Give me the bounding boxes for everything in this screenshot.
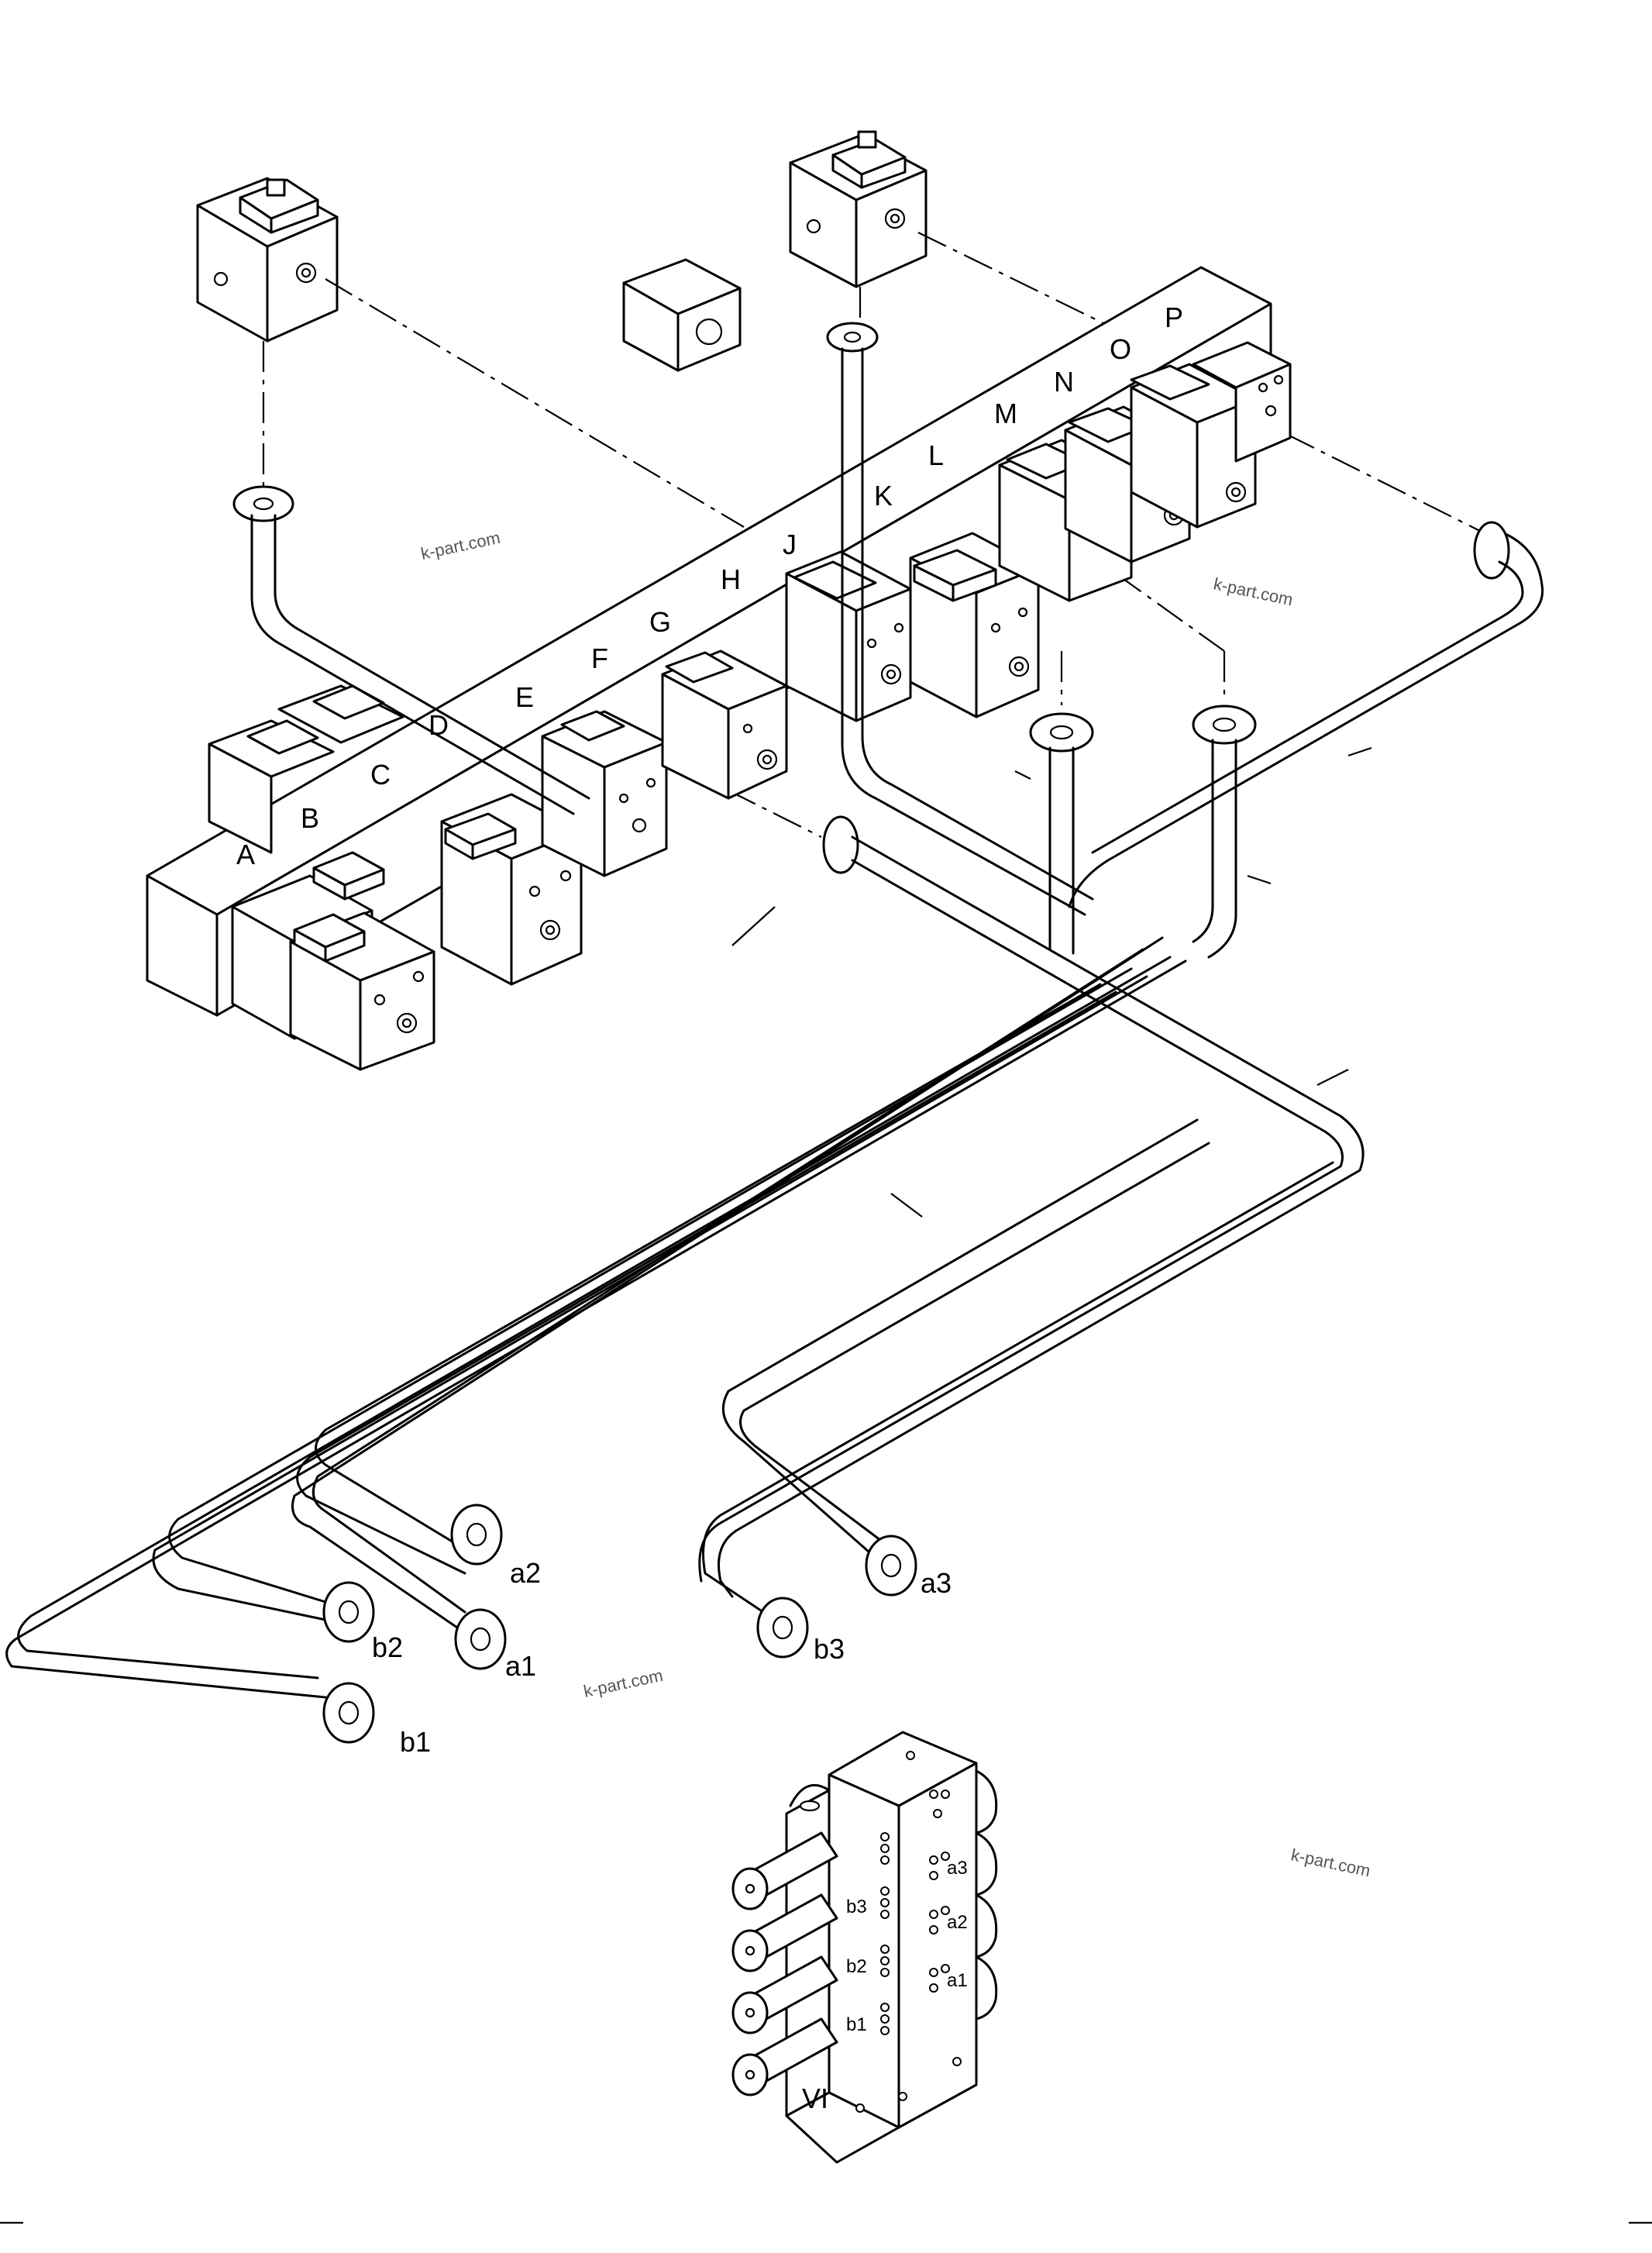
- port-labels: a2 b2 a1 b1 a3 b3: [372, 1557, 952, 1758]
- section-letter-C: C: [370, 759, 391, 791]
- upper-flanges: [232, 322, 1510, 874]
- section-letter-K: K: [874, 480, 893, 512]
- top-center-plain-block: [622, 258, 742, 372]
- flange-b3: [756, 1597, 809, 1659]
- port-label-b3: b3: [814, 1633, 845, 1665]
- section-letter-B: B: [301, 802, 319, 834]
- section-letter-A: A: [236, 839, 255, 870]
- valve-port-label-b3: b3: [846, 1896, 867, 1917]
- section-letter-P: P: [1165, 301, 1183, 333]
- watermark-4: k-part.com: [1289, 1845, 1372, 1880]
- section-letter-J: J: [783, 529, 797, 560]
- valve-sections: [208, 341, 1292, 1071]
- port-label-a1: a1: [505, 1650, 536, 1682]
- flange-b1: [322, 1682, 375, 1744]
- valve-port-label-b2: b2: [846, 1956, 867, 1977]
- section-letter-H: H: [721, 563, 741, 595]
- valve-section-mark: VI: [802, 2082, 828, 2114]
- port-label-b1: b1: [400, 1726, 431, 1758]
- flange-b2: [322, 1581, 375, 1643]
- watermark-2: k-part.com: [1212, 574, 1295, 609]
- port-label-a2: a2: [510, 1557, 541, 1589]
- valve-port-label-b1: b1: [846, 2014, 867, 2035]
- section-letters: A B C D E F G H J K L M N O P: [236, 301, 1183, 870]
- section-letter-L: L: [928, 439, 944, 471]
- section-letter-M: M: [994, 398, 1017, 429]
- end-flanges: [322, 1504, 917, 1744]
- top-right-valve-cap: [789, 130, 928, 288]
- top-left-valve-cap: [196, 177, 339, 343]
- section-letter-O: O: [1110, 333, 1131, 365]
- flange-a3: [865, 1535, 917, 1597]
- valve-port-label-a1: a1: [947, 1970, 968, 1991]
- control-valve-block: a3 a2 a1 b3 b2 b1 VI: [731, 1731, 998, 2164]
- flange-a2: [450, 1504, 503, 1566]
- port-label-a3: a3: [921, 1567, 952, 1599]
- port-label-b2: b2: [372, 1631, 403, 1663]
- watermark-1: k-part.com: [419, 528, 502, 563]
- valve-port-label-a3: a3: [947, 1858, 968, 1879]
- section-letter-D: D: [428, 709, 449, 741]
- section-letter-G: G: [649, 606, 671, 638]
- section-letter-E: E: [515, 681, 534, 713]
- section-letter-F: F: [591, 642, 608, 674]
- valve-port-label-a2: a2: [947, 1912, 968, 1933]
- flange-a1: [454, 1608, 507, 1670]
- spool-caps: [731, 1831, 838, 2096]
- watermark-3: k-part.com: [582, 1666, 665, 1701]
- section-letter-N: N: [1054, 366, 1074, 398]
- pipe-bundle: [5, 347, 1544, 1699]
